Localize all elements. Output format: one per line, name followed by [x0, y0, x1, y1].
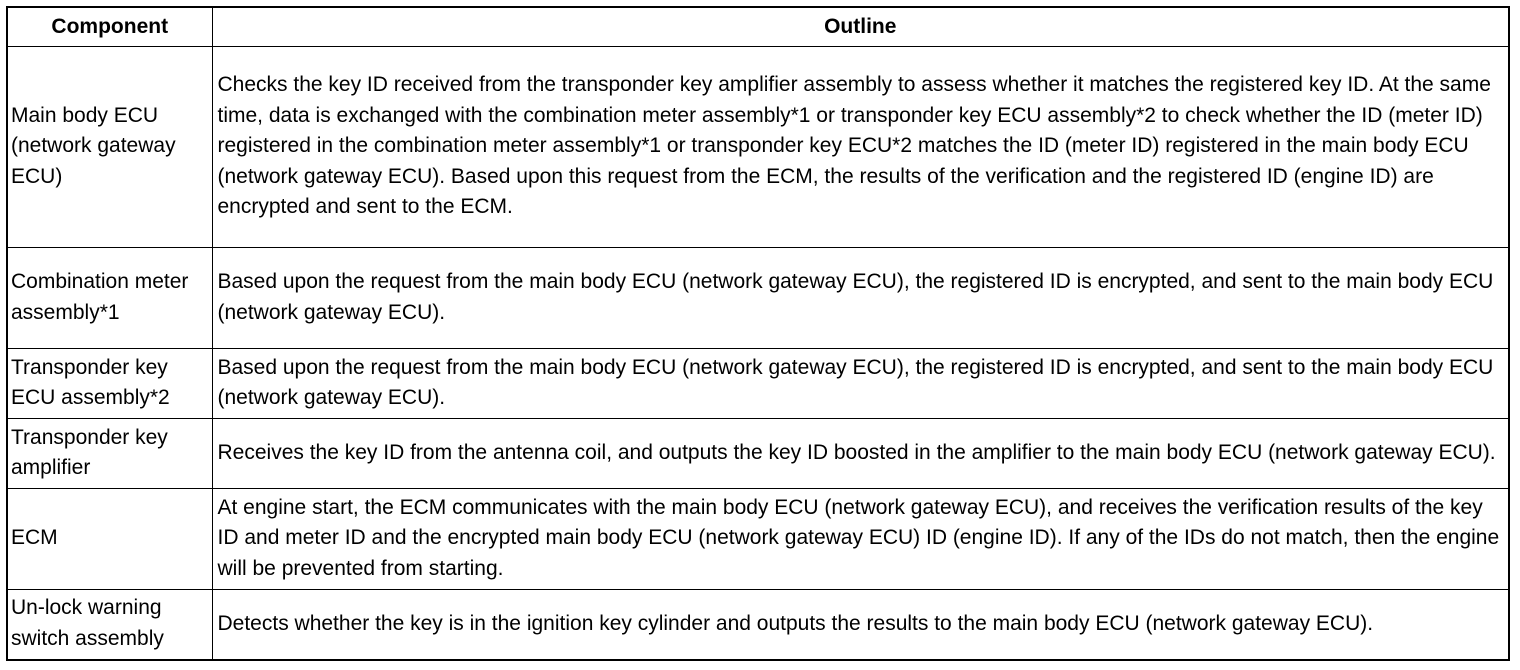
table-row: ECM At engine start, the ECM communicate… — [6, 488, 1510, 590]
header-outline: Outline — [211, 6, 1510, 47]
outline-cell: Based upon the request from the main bod… — [211, 247, 1510, 349]
table-row: Combination meter assembly*1 Based upon … — [6, 247, 1510, 349]
table-header-row: Component Outline — [6, 6, 1510, 47]
component-cell: Main body ECU (network gateway ECU) — [6, 46, 213, 248]
component-outline-table-wrapper: Component Outline Main body ECU (network… — [6, 6, 1510, 661]
component-cell: Un-lock warning switch assembly — [6, 589, 213, 660]
component-outline-table: Component Outline Main body ECU (network… — [6, 6, 1510, 661]
table-row: Un-lock warning switch assembly Detects … — [6, 589, 1510, 660]
outline-cell: At engine start, the ECM communicates wi… — [211, 488, 1510, 590]
table-row: Transponder key ECU assembly*2 Based upo… — [6, 348, 1510, 419]
component-cell: Transponder key ECU assembly*2 — [6, 348, 213, 419]
table-row: Main body ECU (network gateway ECU) Chec… — [6, 46, 1510, 248]
header-component: Component — [6, 6, 213, 47]
table-row: Transponder key amplifier Receives the k… — [6, 418, 1510, 489]
component-cell: ECM — [6, 488, 213, 590]
outline-cell: Detects whether the key is in the igniti… — [211, 589, 1510, 660]
outline-cell: Receives the key ID from the antenna coi… — [211, 418, 1510, 489]
component-cell: Transponder key amplifier — [6, 418, 213, 489]
outline-cell: Checks the key ID received from the tran… — [211, 46, 1510, 248]
outline-cell: Based upon the request from the main bod… — [211, 348, 1510, 419]
component-cell: Combination meter assembly*1 — [6, 247, 213, 349]
